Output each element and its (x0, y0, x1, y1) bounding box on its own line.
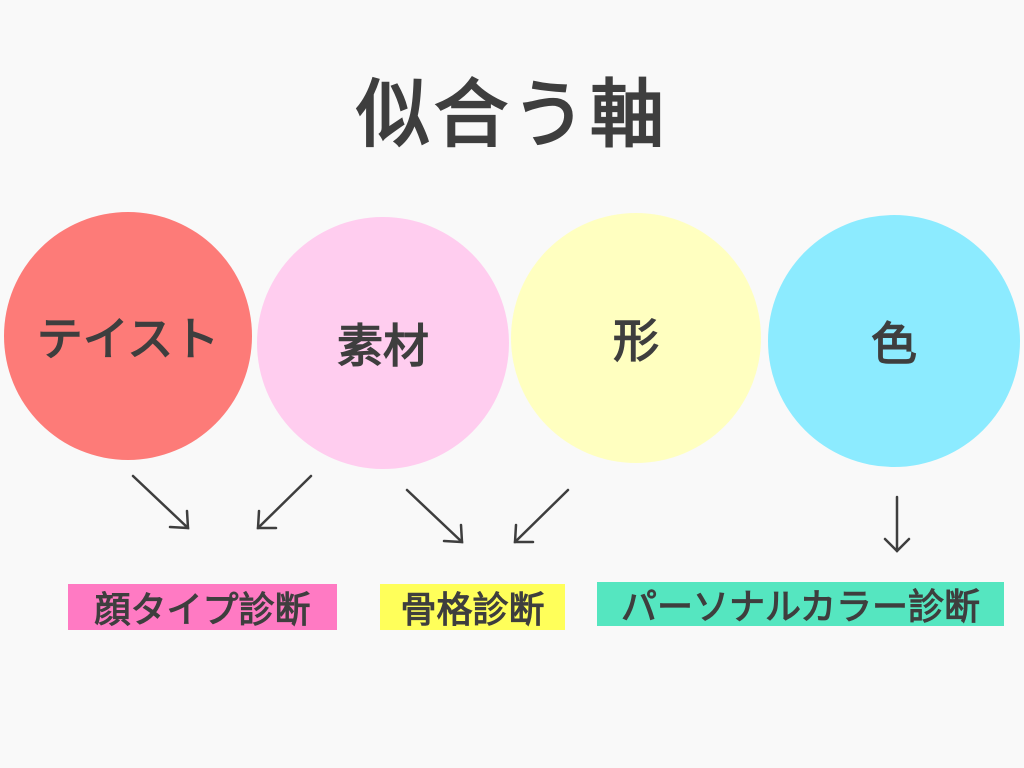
arrow-icon (883, 495, 911, 553)
circle-label: 形 (613, 314, 659, 368)
circle-shape: 形 (511, 213, 761, 463)
tag-skeleton: 骨格診断 (380, 584, 565, 631)
arrow-icon (131, 474, 190, 530)
tag-personal-color: パーソナルカラー診断 (597, 582, 1004, 628)
arrow-icon (256, 474, 313, 530)
circle-label: 素材 (337, 319, 429, 373)
circle-label: テイスト (36, 312, 220, 366)
circle-color: 色 (768, 215, 1020, 467)
circle-label: 色 (871, 317, 917, 371)
diagram-title: 似合う軸 (356, 72, 668, 158)
circle-material: 素材 (257, 217, 509, 469)
circle-taste: テイスト (4, 212, 252, 460)
arrow-icon (513, 488, 570, 544)
tag-face-type: 顔タイプ診断 (68, 584, 337, 631)
arrow-icon (405, 488, 464, 544)
